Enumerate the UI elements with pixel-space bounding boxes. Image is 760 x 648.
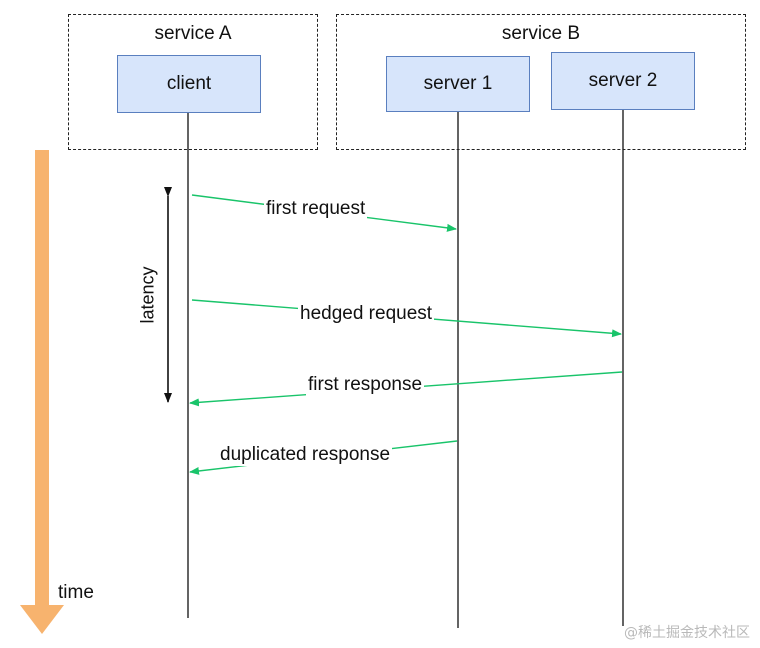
service-b-box: service B	[336, 14, 746, 150]
hedged-request-label: hedged request	[298, 303, 435, 325]
first-request-label: first request	[264, 198, 368, 220]
duplicated-response-label: duplicated response	[218, 444, 393, 466]
latency-label: latency	[137, 266, 158, 324]
server2-node: server 2	[551, 52, 695, 110]
time-arrow-head	[20, 605, 64, 634]
service-a-label: service A	[154, 23, 232, 44]
first-response-label: first response	[306, 374, 425, 396]
service-b-label: service B	[501, 23, 581, 44]
time-arrow-shaft	[35, 150, 49, 610]
watermark: @稀土掘金技术社区	[624, 625, 750, 641]
client-node: client	[117, 55, 261, 113]
service-a-box: service A	[68, 14, 318, 150]
server1-node: server 1	[386, 56, 530, 112]
time-label: time	[58, 582, 94, 603]
